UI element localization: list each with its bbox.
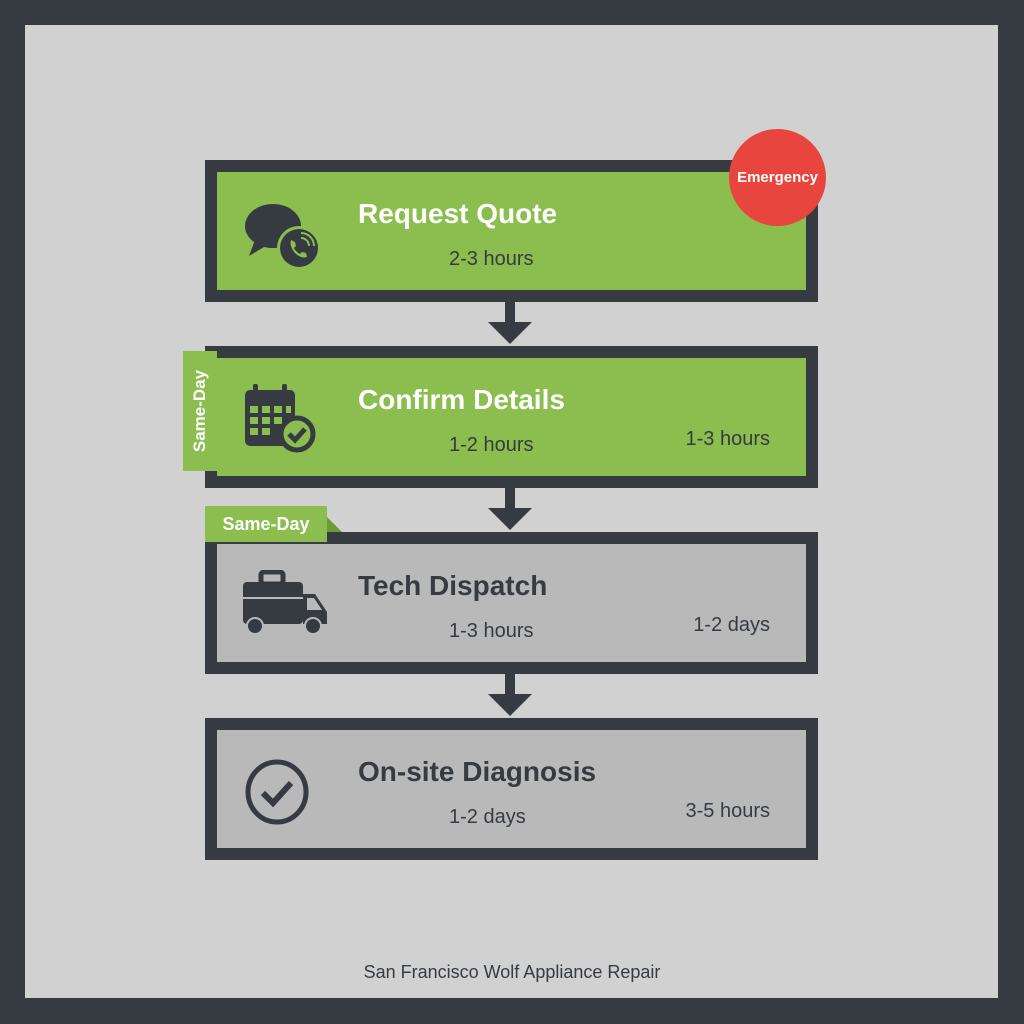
footer-company-name: San Francisco Wolf Appliance Repair bbox=[363, 962, 661, 982]
toolbox-truck-icon bbox=[243, 570, 327, 635]
badge-label: Same-Day bbox=[190, 369, 209, 453]
step-title: Request Quote bbox=[358, 198, 558, 229]
tab-fold bbox=[326, 516, 342, 532]
step-title: Tech Dispatch bbox=[358, 570, 548, 601]
step-title: Confirm Details bbox=[358, 384, 565, 415]
same-day-vertical-badge: Same-Day bbox=[183, 351, 217, 471]
step-alt-duration: 1-2 days bbox=[693, 614, 770, 636]
arrow-down-icon bbox=[488, 486, 532, 530]
calendar-check-icon bbox=[245, 384, 316, 453]
step-alt-duration: 1-3 hours bbox=[685, 428, 771, 450]
step-confirm-details: Confirm Details 1-2 hours 1-3 hours bbox=[205, 346, 818, 488]
check-circle-icon bbox=[245, 759, 309, 825]
emergency-badge: Emergency bbox=[729, 129, 826, 226]
step-alt-duration: 3-5 hours bbox=[685, 800, 771, 822]
step-title: On-site Diagnosis bbox=[358, 756, 597, 787]
same-day-tab-badge: Same-Day bbox=[205, 506, 327, 542]
step-tech-dispatch: Tech Dispatch 1-3 hours 1-2 days bbox=[205, 532, 818, 674]
arrow-down-icon bbox=[488, 672, 532, 716]
arrow-down-icon bbox=[488, 300, 532, 344]
chat-phone-icon bbox=[245, 204, 321, 268]
step-on-site-diagnosis: On-site Diagnosis 1-2 days 3-5 hours bbox=[205, 718, 818, 860]
step-duration: 1-2 hours bbox=[449, 434, 534, 456]
step-request-quote: Request Quote 2-3 hours bbox=[205, 160, 818, 302]
step-duration: 1-2 days bbox=[449, 806, 526, 828]
step-duration: 1-3 hours bbox=[449, 620, 534, 642]
step-duration: 2-3 hours bbox=[449, 248, 534, 270]
